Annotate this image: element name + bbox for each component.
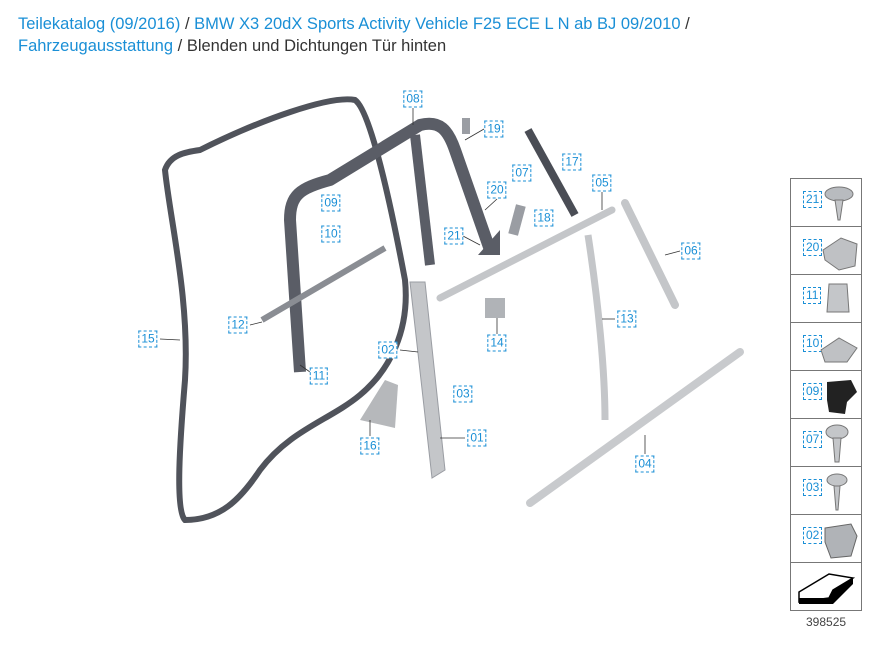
clip-icon [826, 283, 850, 313]
part-16 [360, 380, 398, 428]
legend-row[interactable]: 09 [791, 371, 861, 419]
part-label[interactable]: 14 [487, 334, 507, 352]
part-13 [584, 234, 609, 421]
part-19 [462, 118, 470, 134]
parts-legend: 21 20 11 10 09 07 03 02 [790, 178, 862, 611]
breadcrumb: Teilekatalog (09/2016) / BMW X3 20dX Spo… [18, 13, 690, 57]
figure-number: 398525 [806, 615, 847, 629]
legend-label[interactable]: 02 [803, 527, 823, 544]
legend-label[interactable]: 07 [803, 431, 823, 448]
part-label[interactable]: 03 [453, 385, 473, 403]
legend-row[interactable]: 07 [791, 419, 861, 467]
breadcrumb-catalog[interactable]: Teilekatalog (09/2016) [18, 15, 181, 33]
legend-row[interactable]: 03 [791, 467, 861, 515]
clip-icon [822, 237, 858, 271]
legend-row[interactable]: 11 [791, 275, 861, 323]
part-label[interactable]: 08 [403, 90, 423, 108]
part-label[interactable]: 15 [138, 330, 158, 348]
part-06 [621, 199, 679, 309]
part-12-strip [260, 245, 387, 323]
part-01-pillar [409, 281, 446, 479]
part-label[interactable]: 01 [467, 429, 487, 447]
part-17 [524, 128, 579, 217]
breadcrumb-equipment[interactable]: Fahrzeugausstattung [18, 37, 174, 55]
screw-icon [826, 473, 848, 511]
part-15-door-seal [161, 96, 409, 524]
nut-icon [824, 523, 858, 559]
part-label[interactable]: 19 [484, 120, 504, 138]
part-label[interactable]: 04 [635, 455, 655, 473]
arrow-icon [798, 573, 856, 604]
part-label[interactable]: 12 [228, 316, 248, 334]
part-18 [508, 204, 526, 236]
legend-label[interactable]: 21 [803, 191, 823, 208]
breadcrumb-current: Blenden und Dichtungen Tür hinten [186, 37, 447, 55]
legend-label[interactable]: 10 [803, 335, 823, 352]
legend-row[interactable]: 10 [791, 323, 861, 371]
part-label[interactable]: 20 [487, 181, 507, 199]
breadcrumb-separator: / [685, 15, 690, 33]
legend-label[interactable]: 20 [803, 239, 823, 256]
part-label[interactable]: 06 [681, 242, 701, 260]
legend-label[interactable]: 03 [803, 479, 823, 496]
legend-label[interactable]: 11 [803, 287, 822, 304]
part-label[interactable]: 18 [534, 209, 554, 227]
legend-row[interactable]: 02 [791, 515, 861, 563]
part-04 [526, 348, 744, 507]
part-label[interactable]: 16 [360, 437, 380, 455]
legend-row[interactable]: 20 [791, 227, 861, 275]
part-label[interactable]: 07 [512, 164, 532, 182]
part-label[interactable]: 05 [592, 174, 612, 192]
breadcrumb-separator: / [184, 15, 190, 33]
legend-row[interactable] [791, 563, 861, 610]
part-label[interactable]: 02 [378, 341, 398, 359]
clip-icon [820, 337, 858, 363]
part-label[interactable]: 17 [562, 153, 582, 171]
breadcrumb-separator: / [177, 37, 183, 55]
part-label[interactable]: 21 [444, 227, 464, 245]
part-label[interactable]: 11 [309, 367, 329, 385]
part-21-trim [478, 230, 500, 255]
grommet-icon [827, 380, 857, 414]
screw-icon [824, 186, 854, 221]
screw-icon [825, 424, 849, 463]
part-label[interactable]: 13 [617, 310, 637, 328]
part-08-inner [410, 134, 435, 266]
legend-label[interactable]: 09 [803, 383, 823, 400]
legend-row[interactable]: 21 [791, 179, 861, 227]
part-label[interactable]: 10 [321, 225, 341, 243]
part-label[interactable]: 09 [321, 194, 341, 212]
breadcrumb-vehicle[interactable]: BMW X3 20dX Sports Activity Vehicle F25 … [194, 15, 681, 33]
part-05-strip [436, 206, 616, 302]
part-08-frame-seal [284, 117, 496, 373]
part-14 [485, 298, 505, 318]
